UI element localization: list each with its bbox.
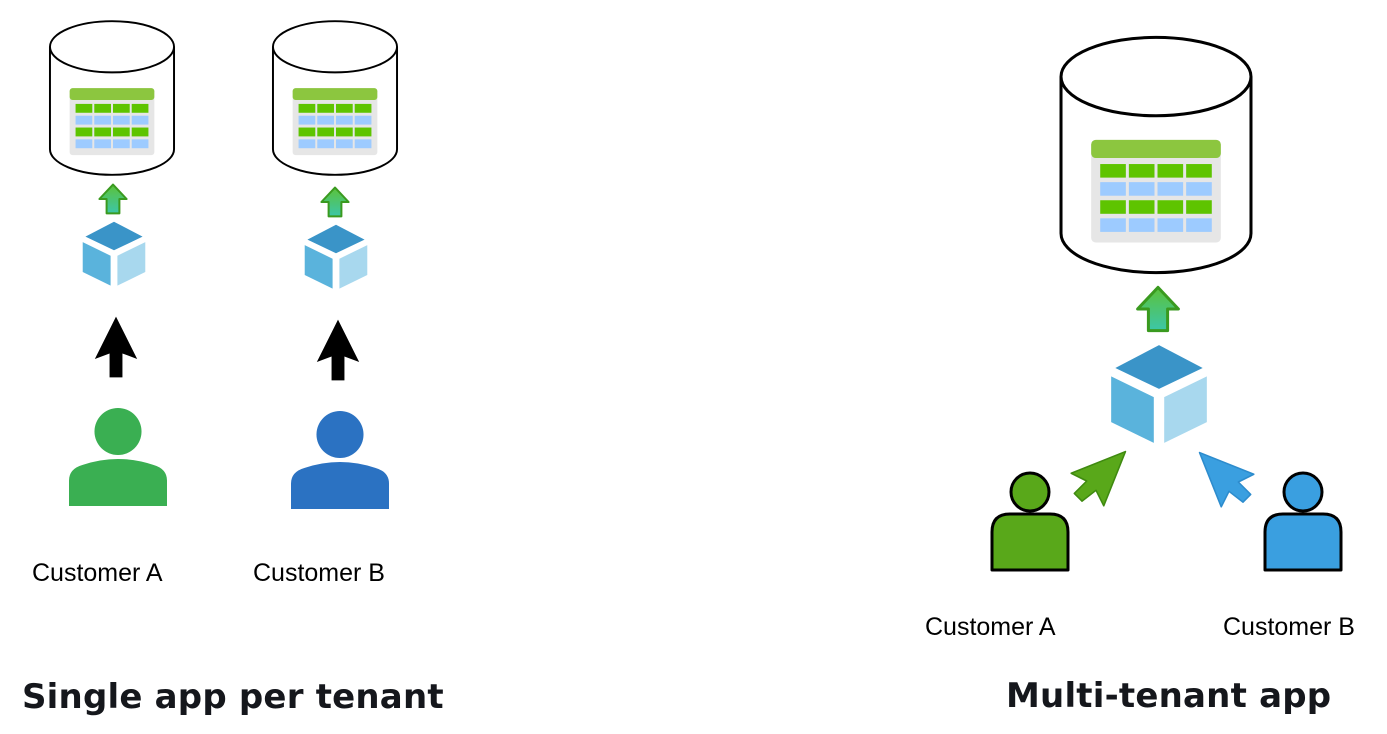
db-write-arrow-icon: [1134, 284, 1182, 334]
database-icon: [48, 19, 176, 177]
db-write-arrow-icon: [319, 186, 351, 218]
single-app-title: Single app per tenant: [22, 677, 444, 717]
customer-b-request-arrow-icon: [1198, 451, 1260, 513]
customer-b-label: Customer B: [253, 559, 385, 587]
customer-a-request-arrow-icon: [1063, 450, 1129, 512]
database-icon: [271, 19, 399, 177]
customer-a-label: Customer A: [32, 559, 163, 587]
up-arrow-icon: [315, 316, 361, 384]
database-icon: [1058, 30, 1254, 280]
customer-b-user-icon: [291, 408, 389, 512]
up-arrow-icon: [93, 313, 139, 381]
customer-b-label: Customer B: [1223, 613, 1355, 641]
app-cube-icon: [1107, 336, 1211, 450]
customer-a-user-icon: [990, 470, 1070, 574]
customer-a-user-icon: [69, 405, 167, 509]
db-write-arrow-icon: [97, 183, 129, 215]
multi-tenant-title: Multi-tenant app: [1006, 676, 1332, 716]
customer-a-label: Customer A: [925, 613, 1056, 641]
app-cube-icon: [302, 220, 370, 292]
app-cube-icon: [80, 217, 148, 289]
customer-b-user-icon: [1263, 470, 1343, 574]
